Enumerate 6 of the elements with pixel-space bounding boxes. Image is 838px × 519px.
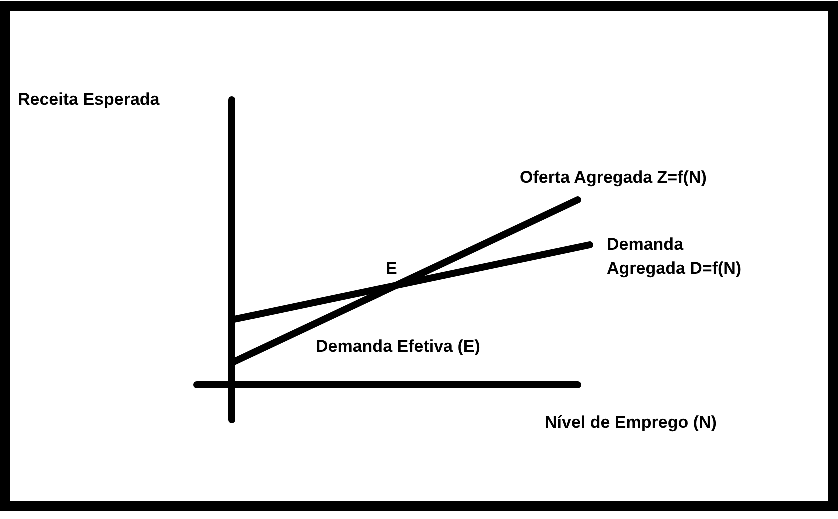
axis-label: Nível de Emprego (N) [545,412,717,434]
curve-label: Demanda Agregada D=f(N) [607,234,743,280]
point-label: Demanda Efetiva (E) [316,336,480,358]
axis-label: Receita Esperada [18,89,160,111]
point-label: E [386,258,398,280]
curve-label: Oferta Agregada Z=f(N) [520,167,707,189]
